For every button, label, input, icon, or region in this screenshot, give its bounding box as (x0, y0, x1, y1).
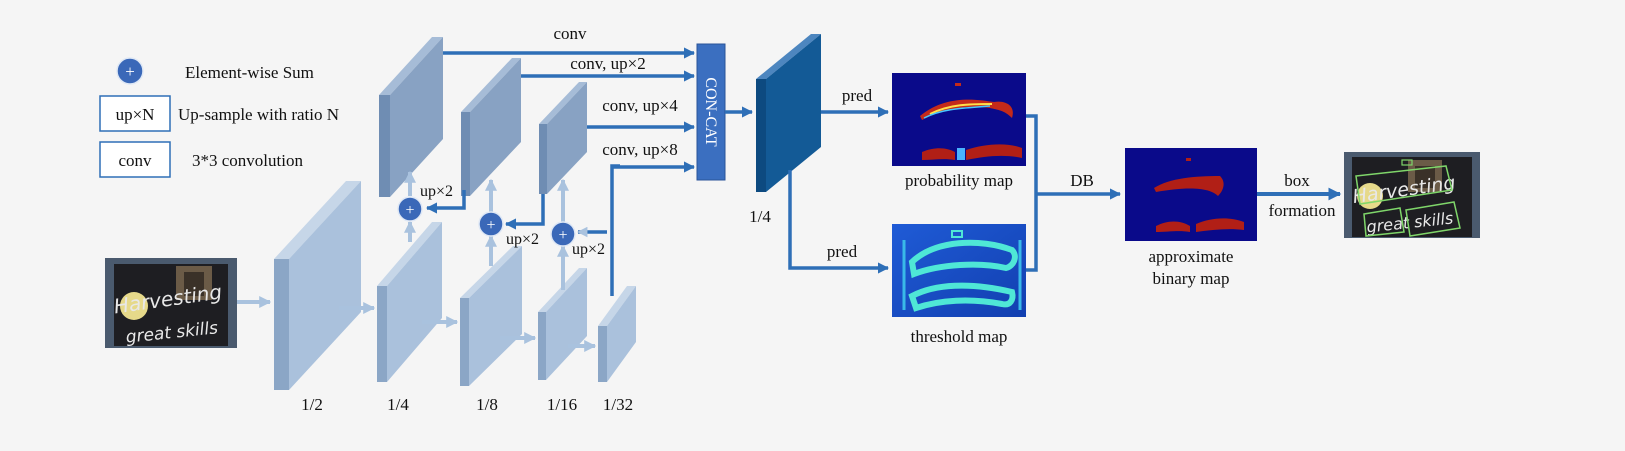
sum-icon (116, 57, 144, 85)
concat-branch-label: conv (553, 24, 587, 43)
probability-map (892, 73, 1026, 166)
scale-label: 1/16 (547, 395, 577, 414)
legend: + Element-wise Sum up×N Up-sample with r… (99, 57, 339, 178)
upsample-label: up×2 (506, 231, 539, 248)
concat-block (696, 43, 726, 181)
legend-sum-text: Element-wise Sum (185, 63, 314, 82)
output-image: Harvesting great skills (1344, 152, 1480, 238)
scale-label: 1/4 (387, 395, 409, 414)
legend-conv-box (99, 141, 171, 178)
concat-branch-label: conv, up×4 (602, 96, 678, 115)
backbone-features (274, 181, 636, 390)
sum-icon-symbol: + (486, 217, 495, 234)
box-formation-label-line2: formation (1268, 201, 1336, 220)
sum-icon-symbol: + (558, 227, 567, 244)
sum-icon-symbol: + (405, 202, 414, 219)
fused-scale-label: 1/4 (749, 207, 771, 226)
sum-icon (478, 211, 504, 237)
legend-conv-box-label: conv (118, 151, 152, 170)
box-formation-label-line1: box (1284, 171, 1310, 190)
db-label: DB (1070, 171, 1094, 190)
legend-conv-text: 3*3 convolution (192, 151, 303, 170)
pred-label-top: pred (842, 86, 873, 105)
sum-icon (550, 221, 576, 247)
threshold-map-label: threshold map (911, 327, 1008, 346)
input-image: Harvesting great skills (105, 258, 237, 348)
pred-label-bottom: pred (827, 242, 858, 261)
scale-label: 1/2 (301, 395, 323, 414)
upsample-label: up×2 (420, 183, 453, 200)
sum-icon (397, 196, 423, 222)
approximate-map-label-line1: approximate (1149, 247, 1234, 266)
fused-feature (756, 34, 821, 192)
fpn-features (379, 37, 587, 197)
scale-labels: 1/2 1/4 1/8 1/16 1/32 (301, 395, 633, 414)
concat-block-label: CON-CAT (702, 77, 719, 147)
concat-branch-label: conv, up×8 (602, 140, 678, 159)
legend-up-text: Up-sample with ratio N (178, 105, 339, 124)
upsample-label: up×2 (572, 241, 605, 258)
fpn-sums: + + + (397, 196, 576, 247)
sum-icon-symbol: + (125, 62, 135, 81)
scale-label: 1/8 (476, 395, 498, 414)
concat-branch-label: conv, up×2 (570, 54, 646, 73)
approximate-binary-map (1125, 148, 1257, 241)
threshold-map (892, 224, 1026, 317)
approximate-map-label-line2: binary map (1153, 269, 1230, 288)
probability-map-label: probability map (905, 171, 1013, 190)
scale-label: 1/32 (603, 395, 633, 414)
legend-up-box-label: up×N (116, 105, 155, 124)
legend-up-box (99, 95, 171, 132)
